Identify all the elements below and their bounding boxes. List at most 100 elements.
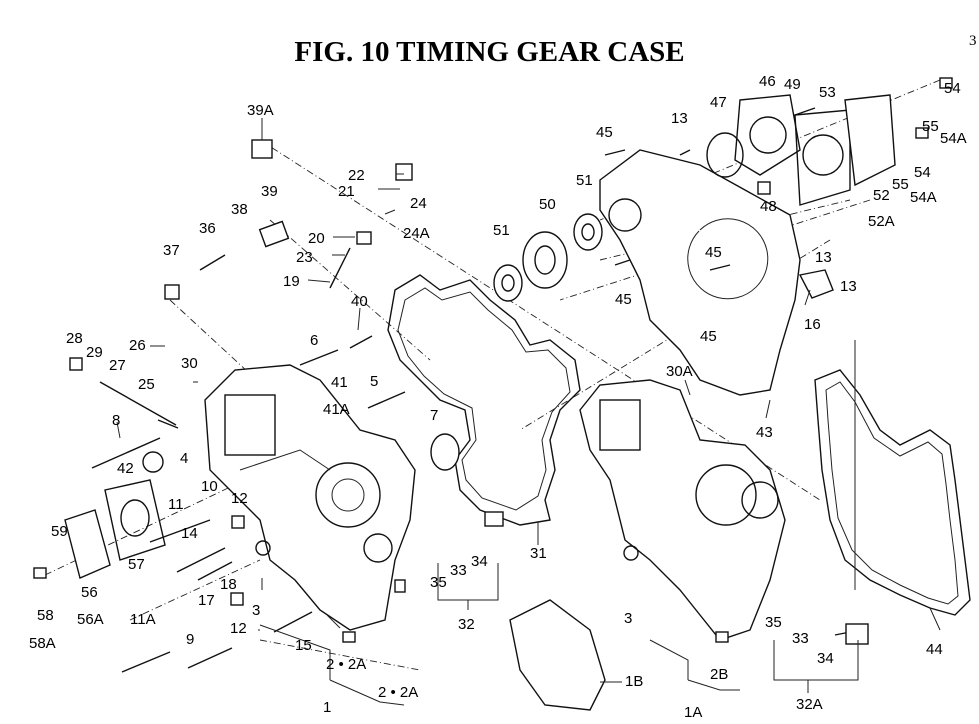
callout-51-left: 51 <box>493 222 510 239</box>
assembly-centerlines <box>44 79 941 671</box>
callout-16: 16 <box>804 316 821 333</box>
cover-1B <box>509 599 606 711</box>
callout-48: 48 <box>760 198 777 215</box>
callout-45-bottom: 45 <box>700 328 717 345</box>
cover-plate-52 <box>844 94 896 187</box>
callout-11: 11 <box>168 496 184 513</box>
callout-10: 10 <box>201 478 218 495</box>
callout-32A: 32A <box>796 696 823 713</box>
callout-12: 12 <box>231 490 248 507</box>
callout-52: 52 <box>873 187 890 204</box>
callout-54-top: 54 <box>944 80 961 97</box>
callout-56: 56 <box>81 584 98 601</box>
callout-14: 14 <box>181 525 198 542</box>
callout-30: 30 <box>181 355 198 372</box>
callout-32: 32 <box>458 616 475 633</box>
callout-47: 47 <box>710 94 727 111</box>
callout-15: 15 <box>295 637 312 654</box>
callout-1B: 1B <box>625 673 643 690</box>
callout-2B: 2B <box>710 666 728 683</box>
callout-33b: 33 <box>792 630 809 647</box>
callout-41A: 41A <box>323 401 350 418</box>
callout-55-top: 55 <box>922 118 939 135</box>
callout-59: 59 <box>51 523 68 540</box>
figure-title: FIG. 10 TIMING GEAR CASE <box>294 36 685 68</box>
callout-46: 46 <box>759 73 776 90</box>
o-ring-47 <box>706 132 744 178</box>
callout-54A-top: 54A <box>940 130 967 147</box>
bearing-51-right <box>573 213 603 251</box>
callout-39: 39 <box>261 183 278 200</box>
callout-25: 25 <box>138 376 155 393</box>
callout-1A: 1A <box>684 704 702 721</box>
bolts-and-studs <box>91 107 861 673</box>
rear-gasket-44 <box>814 369 971 616</box>
callout-33: 33 <box>450 562 467 579</box>
callout-54A-mid: 54A <box>910 189 937 206</box>
callout-11A: 11A <box>130 611 156 628</box>
callout-35: 35 <box>430 574 447 591</box>
callout-45-top: 45 <box>596 124 613 141</box>
callout-7: 7 <box>430 407 438 424</box>
callout-55-mid: 55 <box>892 176 909 193</box>
callout-34: 34 <box>471 553 488 570</box>
callout-13-mid: 13 <box>815 249 832 266</box>
cover-plate-56 <box>64 509 111 579</box>
bearing-51-left <box>493 264 523 302</box>
callout-24: 24 <box>410 195 427 212</box>
callout-40: 40 <box>351 293 368 310</box>
callout-4: 4 <box>180 450 188 467</box>
callout-42: 42 <box>117 460 134 477</box>
callout-54-mid: 54 <box>914 164 931 181</box>
timing-case-gasket-31 <box>387 274 581 526</box>
callout-2-2A-left: 2 • 2A <box>326 656 366 673</box>
leader-lines <box>116 118 941 706</box>
timing-gear-case-1 <box>204 364 416 631</box>
callout-52A: 52A <box>868 213 895 230</box>
idler-gear-50 <box>522 231 568 289</box>
callout-41: 41 <box>331 374 348 391</box>
callout-31: 31 <box>530 545 547 562</box>
callout-1: 1 <box>323 699 331 716</box>
oil-seal-7 <box>430 433 460 471</box>
callout-12b: 12 <box>230 620 247 637</box>
callout-58: 58 <box>37 607 54 624</box>
callout-3b: 3 <box>624 610 632 627</box>
callout-44: 44 <box>926 641 943 658</box>
gasket-53 <box>794 109 851 206</box>
callout-17: 17 <box>198 592 215 609</box>
timing-gear-case-1A <box>579 379 786 641</box>
callout-8: 8 <box>112 412 120 429</box>
callout-20: 20 <box>308 230 325 247</box>
callout-21: 21 <box>338 183 355 200</box>
callout-53: 53 <box>819 84 836 101</box>
callout-26: 26 <box>129 337 146 354</box>
callout-58A: 58A <box>29 635 56 652</box>
callout-51-right: 51 <box>576 172 593 189</box>
callout-39A: 39A <box>247 102 274 119</box>
callout-22: 22 <box>348 167 365 184</box>
callout-27: 27 <box>109 357 126 374</box>
callout-49: 49 <box>784 76 801 93</box>
callout-34b: 34 <box>817 650 834 667</box>
bearing-housing-46 <box>734 94 801 176</box>
callout-24A: 24A <box>403 225 430 242</box>
callout-19: 19 <box>283 273 300 290</box>
callout-6: 6 <box>310 332 318 349</box>
callout-36: 36 <box>199 220 216 237</box>
callout-37: 37 <box>163 242 180 259</box>
front-cover-43 <box>599 149 801 396</box>
small-parts <box>33 77 953 645</box>
callout-45-low: 45 <box>615 291 632 308</box>
callout-30A: 30A <box>666 363 693 380</box>
callout-50: 50 <box>539 196 556 213</box>
callout-56A: 56A <box>77 611 104 628</box>
callout-45-mid: 45 <box>705 244 722 261</box>
callout-13-top: 13 <box>671 110 688 127</box>
callout-35b: 35 <box>765 614 782 631</box>
callout-3: 3 <box>252 602 260 619</box>
callout-29: 29 <box>86 344 103 361</box>
callout-9: 9 <box>186 631 194 648</box>
